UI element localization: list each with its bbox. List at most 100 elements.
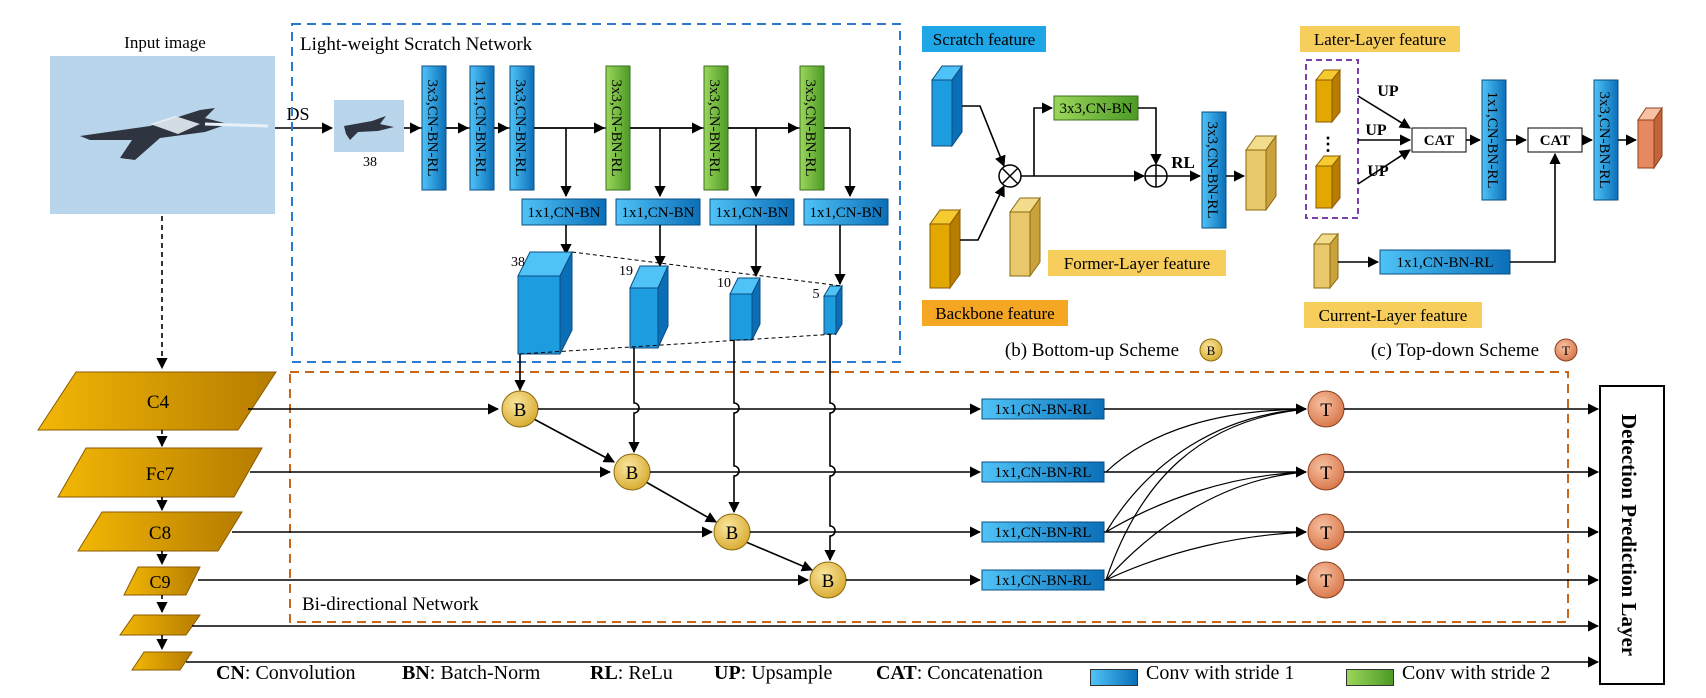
add-node	[1144, 164, 1168, 188]
bidirectional-network-title: Bi-directional Network	[302, 594, 479, 615]
backbone-layer-extra	[119, 614, 201, 636]
scratch-feature-cube	[729, 277, 761, 341]
former-feature-cube	[1009, 196, 1041, 278]
svg-text:1x1,CN-BN-RL: 1x1,CN-BN-RL	[994, 573, 1091, 589]
svg-text:CAT: CAT	[1540, 133, 1571, 149]
scratch-feature-cube	[823, 284, 843, 336]
current-feature-cube	[1312, 232, 1340, 290]
concat-box: CAT	[1527, 127, 1583, 153]
svg-text:T: T	[1320, 571, 1332, 592]
later-feature-label-bg	[1300, 26, 1460, 52]
svg-text:B: B	[726, 523, 739, 544]
backbone-layer-c8: C8	[77, 511, 243, 552]
bottom-up-node: B	[501, 390, 539, 428]
former-feature-label-bg	[1048, 250, 1226, 276]
svg-text:3x3,CN-BN: 3x3,CN-BN	[1060, 101, 1133, 117]
svg-text:1x1,CN-BN-RL: 1x1,CN-BN-RL	[1484, 91, 1500, 188]
legend-cat: CAT: Concatenation	[876, 662, 1043, 684]
top-down-caption: (c) Top-down Scheme	[1371, 340, 1539, 361]
upsample-label: UP	[1367, 163, 1389, 180]
backbone-layer-c9: C9	[123, 566, 201, 596]
scratch-conv-block: 3x3,CN-BN-RL	[509, 65, 535, 191]
bidirectional-network-frame	[289, 371, 1569, 623]
legend-rl: RL: ReLu	[590, 662, 673, 684]
downsample-size: 38	[363, 155, 377, 170]
later-feature-dots: ⋮	[1319, 134, 1337, 154]
svg-text:1x1,CN-BN: 1x1,CN-BN	[528, 205, 601, 221]
top-down-conv-3x3: 3x3,CN-BN-RL	[1593, 79, 1619, 201]
bidirectional-conv-block: 1x1,CN-BN-RL	[981, 521, 1105, 543]
relu-label: RL	[1171, 153, 1195, 172]
detection-prediction-label: Detection Prediction Layer	[1617, 414, 1641, 656]
lateral-conv-block: 1x1,CN-BN	[615, 198, 701, 226]
backbone-feature-cube	[929, 208, 961, 290]
svg-text:1x1,CN-BN: 1x1,CN-BN	[622, 205, 695, 221]
concat-box: CAT	[1411, 127, 1467, 153]
bidirectional-conv-block: 1x1,CN-BN-RL	[981, 398, 1105, 420]
lateral-conv-block: 1x1,CN-BN	[803, 198, 889, 226]
input-image-title: Input image	[124, 33, 206, 52]
svg-text:T: T	[1320, 523, 1332, 544]
upsample-label: UP	[1377, 83, 1399, 100]
bottom-up-green-conv: 3x3,CN-BN	[1053, 95, 1139, 121]
svg-text:B: B	[1207, 343, 1216, 358]
upsample-label: UP	[1365, 122, 1387, 139]
svg-text:1x1,CN-BN: 1x1,CN-BN	[810, 205, 883, 221]
svg-text:3x3,CN-BN-RL: 3x3,CN-BN-RL	[424, 79, 440, 176]
later-feature-cube	[1314, 68, 1342, 124]
former-feature-label: Former-Layer feature	[1064, 254, 1210, 273]
svg-text:T: T	[1320, 463, 1332, 484]
scratch-conv-block-stride2: 3x3,CN-BN-RL	[605, 65, 631, 191]
scratch-size-label: 38	[511, 255, 525, 270]
later-feature-cube	[1314, 154, 1342, 210]
svg-text:C8: C8	[149, 523, 171, 544]
svg-text:C9: C9	[149, 572, 170, 592]
svg-text:1x1,CN-BN-RL: 1x1,CN-BN-RL	[994, 525, 1091, 541]
top-down-node: T	[1307, 453, 1345, 491]
lateral-conv-block: 1x1,CN-BN	[521, 198, 607, 226]
svg-text:Fc7: Fc7	[146, 464, 175, 485]
scratch-feature-cube-small	[931, 64, 963, 148]
scratch-conv-block: 3x3,CN-BN-RL	[421, 65, 447, 191]
backbone-layer-c4: C4	[37, 371, 277, 431]
legend-bn: BN: Batch-Norm	[402, 662, 541, 684]
scratch-feature-cube	[629, 265, 669, 349]
bottom-up-badge: B	[1199, 338, 1223, 362]
svg-text:1x1,CN-BN-RL: 1x1,CN-BN-RL	[994, 402, 1091, 418]
svg-text:3x3,CN-BN-RL: 3x3,CN-BN-RL	[608, 79, 624, 176]
legend-stride2-swatch	[1346, 669, 1394, 686]
svg-text:T: T	[1562, 343, 1570, 358]
lateral-conv-block: 1x1,CN-BN	[709, 198, 795, 226]
top-down-node: T	[1307, 561, 1345, 599]
scratch-conv-block-stride2: 3x3,CN-BN-RL	[799, 65, 825, 191]
svg-text:3x3,CN-BN-RL: 3x3,CN-BN-RL	[706, 79, 722, 176]
svg-text:3x3,CN-BN-RL: 3x3,CN-BN-RL	[802, 79, 818, 176]
scratch-feature-label: Scratch feature	[933, 30, 1035, 49]
bottom-up-node: B	[713, 513, 751, 551]
scratch-feature-label-bg	[922, 26, 1046, 52]
svg-text:1x1,CN-BN-RL: 1x1,CN-BN-RL	[472, 79, 488, 176]
backbone-feature-label: Backbone feature	[935, 304, 1054, 323]
scratch-network-frame	[291, 23, 901, 363]
scratch-size-label: 5	[813, 287, 820, 302]
svg-text:1x1,CN-BN-RL: 1x1,CN-BN-RL	[994, 465, 1091, 481]
svg-text:B: B	[822, 571, 835, 592]
scratch-network-title: Light-weight Scratch Network	[300, 34, 533, 55]
bottom-up-node: B	[809, 561, 847, 599]
backbone-layer-extra	[131, 651, 193, 671]
scratch-size-label: 10	[717, 276, 731, 291]
later-feature-label: Later-Layer feature	[1314, 30, 1446, 49]
svg-text:C4: C4	[147, 392, 170, 413]
svg-text:3x3,CN-BN-RL: 3x3,CN-BN-RL	[1204, 121, 1220, 218]
legend-cn: CN: Convolution	[216, 662, 356, 684]
current-feature-label: Current-Layer feature	[1319, 306, 1468, 325]
backbone-layer-fc7: Fc7	[57, 447, 263, 498]
svg-text:1x1,CN-BN: 1x1,CN-BN	[716, 205, 789, 221]
scratch-size-label: 19	[619, 264, 633, 279]
later-features-group	[1305, 59, 1359, 219]
ds-label: DS	[286, 104, 309, 124]
legend: CN: Convolution BN: Batch-Norm RL: ReLu …	[0, 662, 1706, 692]
legend-up: UP: Upsample	[714, 662, 833, 684]
legend-stride1-swatch	[1090, 669, 1138, 686]
